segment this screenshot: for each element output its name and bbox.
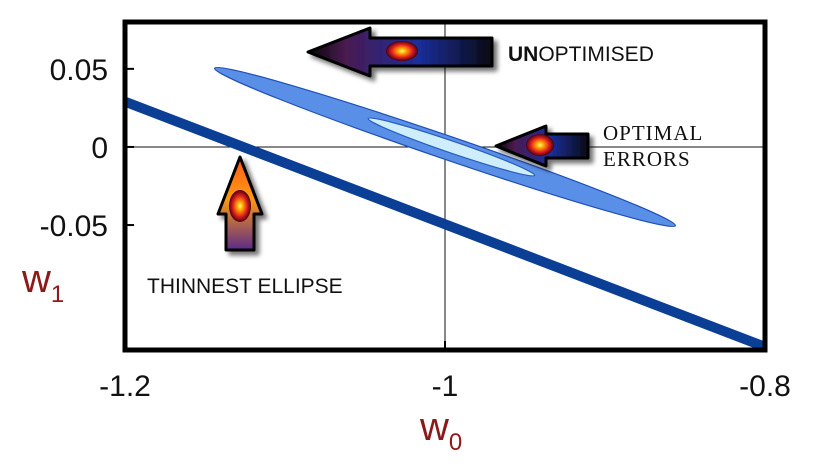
optimal-errors-label: OPTIMAL ERRORS: [603, 121, 709, 171]
x-tick-label: -0.8: [739, 370, 791, 403]
optimal-errors-line-1: OPTIMAL: [603, 121, 703, 145]
y-tick-label: -0.05: [40, 210, 108, 243]
thinnest-ellipse-arrow-icon: [216, 155, 264, 252]
unoptimised-label-bold: UN: [508, 43, 538, 66]
thinnest-ellipse-line: [125, 96, 765, 350]
optimal-errors-ellipse: [367, 117, 536, 177]
unoptimised-label: UNOPTIMISED: [508, 43, 654, 66]
optimal-errors-line-2: ERRORS: [603, 147, 691, 171]
thinnest-ellipse-label: THINNEST ELLIPSE: [147, 275, 343, 298]
y-axis-label: w1: [21, 257, 64, 308]
x-axis-label-main: w: [419, 405, 449, 449]
y-axis-label-sub: 1: [51, 281, 64, 308]
x-axis-label-sub: 0: [449, 429, 462, 456]
unoptimised-arrow-icon: [306, 26, 494, 78]
x-axis-label: w0: [419, 405, 462, 456]
y-tick-label: 0: [91, 132, 108, 165]
x-tick-label: -1.2: [99, 370, 151, 403]
y-tick-label: 0.05: [50, 54, 108, 87]
unoptimised-label-rest: OPTIMISED: [538, 43, 654, 66]
y-axis-label-main: w: [21, 257, 51, 301]
optimal-errors-arrow-icon: [494, 124, 590, 168]
x-tick-label: -1: [432, 370, 459, 403]
